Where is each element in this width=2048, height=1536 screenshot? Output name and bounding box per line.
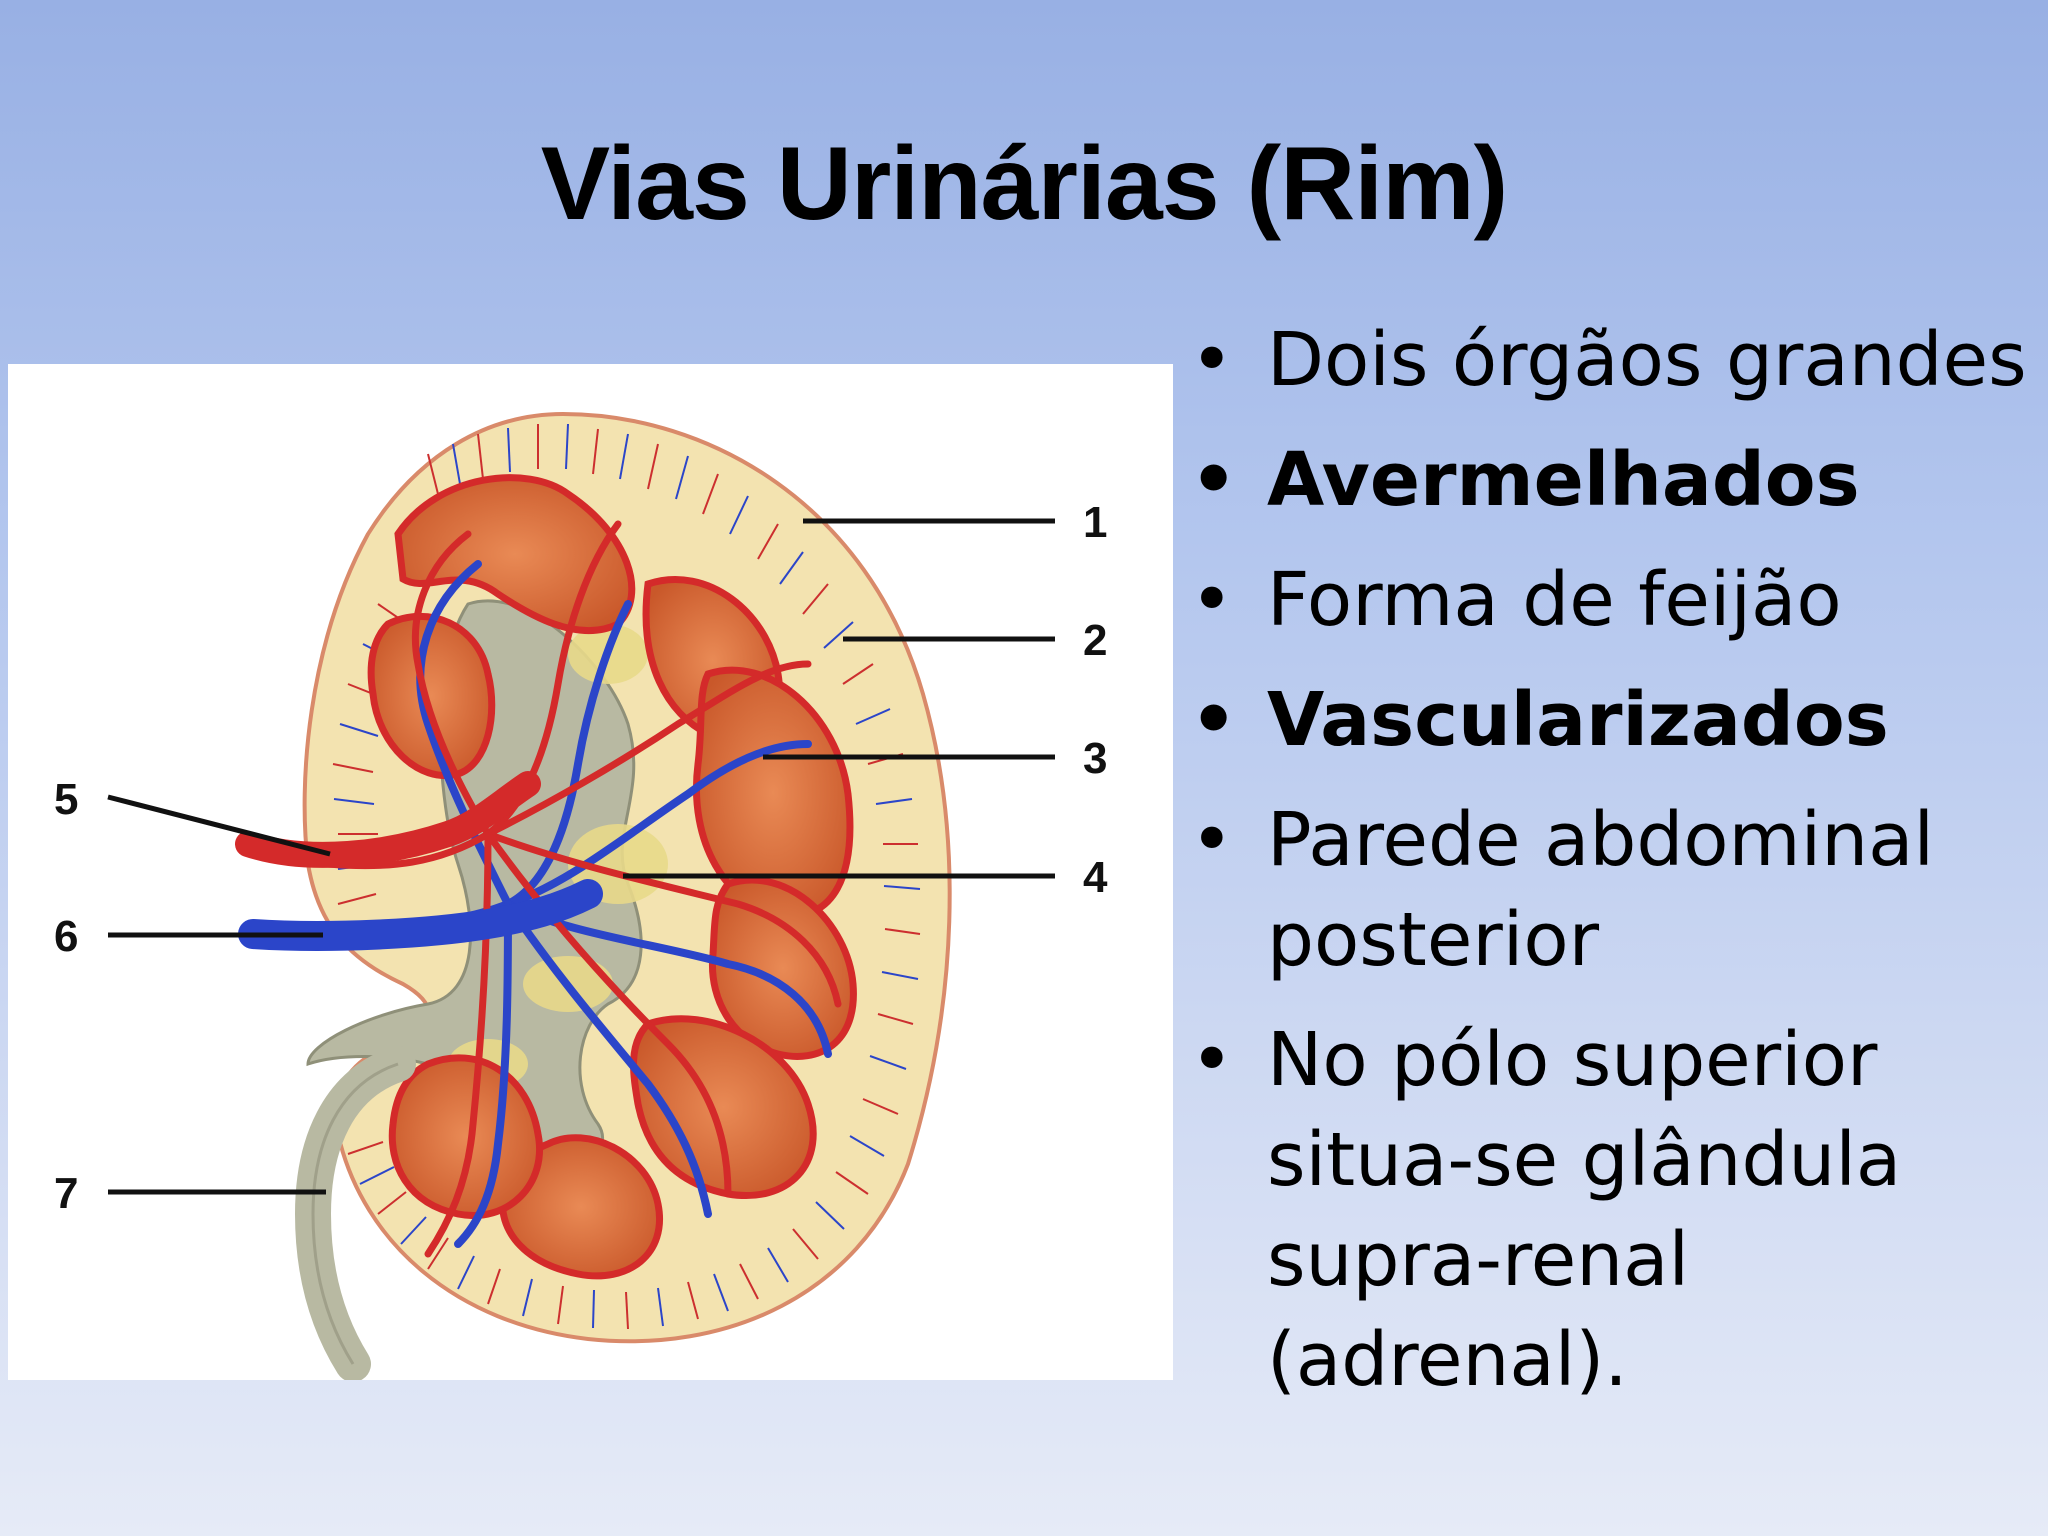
bullet-item: • Parede abdominal posterior <box>1185 790 2035 990</box>
label-3: 3 <box>1083 734 1107 783</box>
bullet-dot-icon: • <box>1190 317 1234 403</box>
leader-lines <box>107 518 1055 1195</box>
renal-arteries <box>324 520 842 1258</box>
bullet-dot-icon: • <box>1190 437 1238 523</box>
bullet-dot-icon: • <box>1190 797 1234 883</box>
bullet-dot-icon: • <box>1190 677 1238 763</box>
kidney-illustration: 1 2 3 4 5 6 7 <box>54 411 1108 1380</box>
slide-title: Vias Urinárias (Rim) <box>540 126 1508 242</box>
bullet-item: • No pólo superior situa-se glândula supr… <box>1185 1010 2035 1410</box>
label-6: 6 <box>54 912 78 961</box>
bullet-text: No pólo superior situa-se glândula supra… <box>1267 1017 1902 1403</box>
bullet-text: Avermelhados <box>1267 437 1860 523</box>
bullet-list: • Dois órgãos grandes • Avermelhados • Form… <box>1185 310 2035 1430</box>
label-2: 2 <box>1083 616 1107 665</box>
renal-pyramids <box>367 474 857 1280</box>
renal-artery <box>235 771 541 868</box>
bullet-dot-icon: • <box>1190 557 1234 643</box>
bullet-item: • Vascularizados <box>1185 670 2035 770</box>
label-7: 7 <box>54 1169 78 1218</box>
kidney-diagram: 1 2 3 4 5 6 7 <box>8 364 1173 1380</box>
bullet-dot-icon: • <box>1190 1017 1234 1103</box>
label-5: 5 <box>54 775 78 824</box>
bullet-item: • Dois órgãos grandes <box>1185 310 2035 410</box>
bullet-item: • Avermelhados <box>1185 430 2035 530</box>
bullet-text: Forma de feijão <box>1267 557 1842 643</box>
bullet-item: • Forma de feijão <box>1185 550 2035 650</box>
bullet-text: Vascularizados <box>1267 677 1889 763</box>
bullet-text: Dois órgãos grandes <box>1267 317 2027 403</box>
capillary-fringe <box>332 423 921 1330</box>
label-1: 1 <box>1083 498 1107 547</box>
label-4: 4 <box>1083 853 1108 902</box>
bullet-text: Parede abdominal posterior <box>1267 797 1935 983</box>
